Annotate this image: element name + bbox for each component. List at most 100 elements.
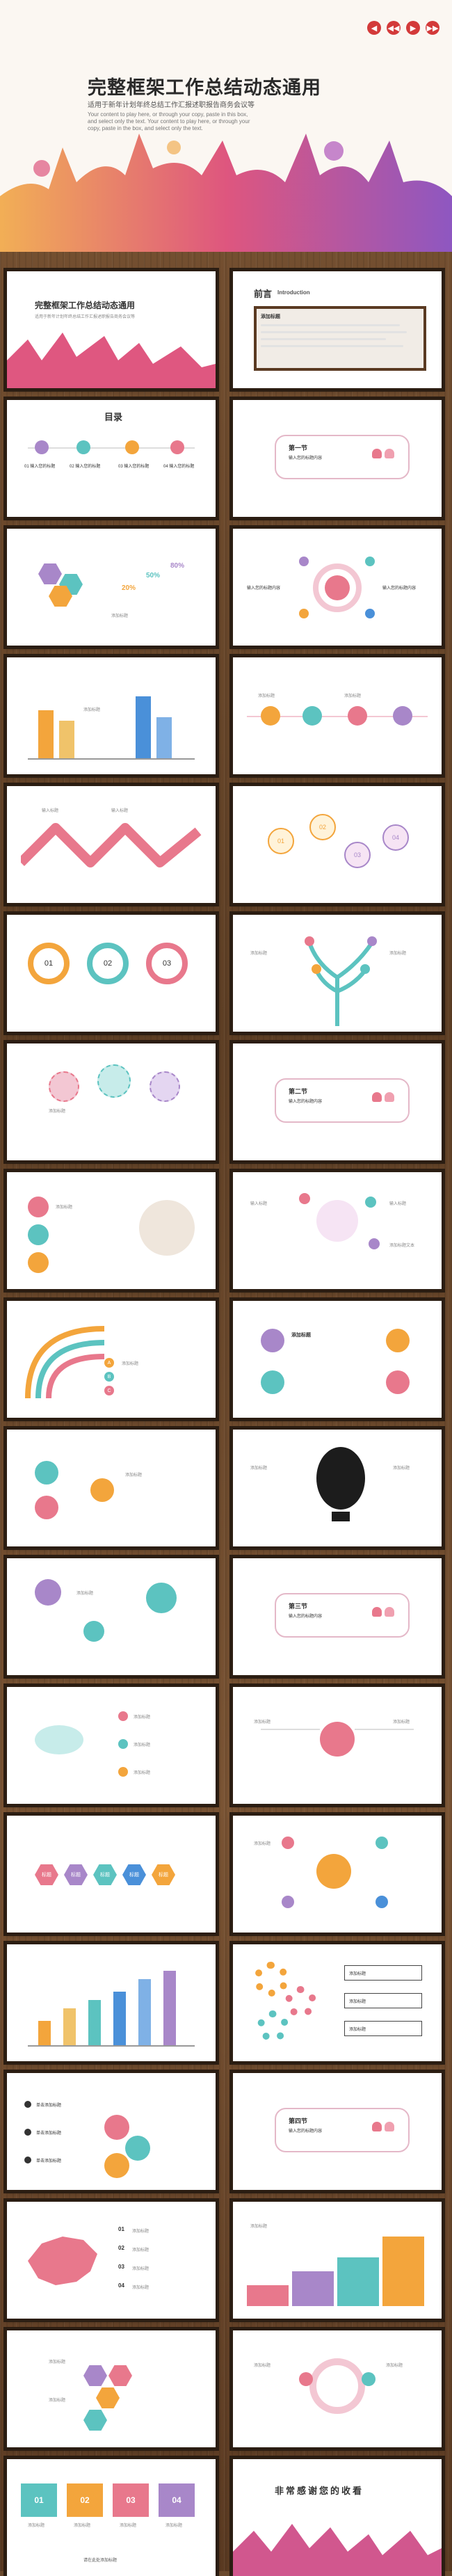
- section-pill: [275, 435, 410, 479]
- bulb-base: [332, 1512, 350, 1521]
- node: [118, 1739, 128, 1749]
- text-line: [261, 338, 386, 340]
- rewind-icon[interactable]: ◀◀: [387, 21, 401, 35]
- label: 单击添加标题: [36, 2131, 62, 2136]
- label: 添加标题: [83, 708, 101, 712]
- slide-5[interactable]: 20% 50% 80% 添加标题: [7, 529, 216, 646]
- text-line: [261, 345, 403, 347]
- bar: [38, 2021, 51, 2046]
- label-box: 添加标题: [344, 1965, 422, 1981]
- slide-23[interactable]: 添加标题 添加标题 添加标题: [7, 1687, 216, 1804]
- toc-icon-3: [125, 440, 139, 454]
- slide-2-en: Introduction: [277, 289, 310, 296]
- slide-31[interactable]: 01 02 03 04 添加标题 添加标题 添加标题 添加标题: [7, 2202, 216, 2319]
- label: 添加标题: [250, 952, 268, 956]
- label: 添加标题: [76, 1592, 94, 1596]
- label: 添加标题: [120, 2524, 137, 2528]
- person-icon: [385, 1092, 394, 1102]
- label: 添加标题: [254, 1720, 271, 1725]
- timeline-node: [302, 706, 322, 726]
- prev-icon[interactable]: ◀: [367, 21, 381, 35]
- slide-11[interactable]: 01 02 03: [7, 915, 216, 1032]
- orbit-node: [299, 557, 309, 566]
- slide-6[interactable]: 输入您的标题内容 输入您的标题内容: [233, 529, 442, 646]
- bubble: [150, 1071, 180, 1102]
- slide-22[interactable]: 第三节 输入您的标题内容: [233, 1558, 442, 1675]
- slide-3[interactable]: 目录 01 输入您的标题 02 输入您的标题 03 输入您的标题 04 输入您的…: [7, 400, 216, 517]
- slide-26[interactable]: 添加标题: [233, 1816, 442, 1933]
- toc-item-4[interactable]: 04 输入您的标题: [163, 465, 195, 469]
- slide-17[interactable]: A B C 添加标题: [7, 1301, 216, 1418]
- cloud-icon: [35, 1725, 83, 1754]
- timeline-node: [261, 706, 280, 726]
- slide-7[interactable]: 添加标题: [7, 657, 216, 774]
- orbit-node: [365, 609, 375, 618]
- slide-30[interactable]: 第四节 输入您的标题内容: [233, 2073, 442, 2190]
- tree-icon: [305, 936, 377, 1026]
- slide-18[interactable]: 添加标题: [233, 1301, 442, 1418]
- bar: [38, 710, 54, 759]
- slide-32[interactable]: 添加标题: [233, 2202, 442, 2319]
- hub: [316, 1200, 358, 1242]
- toc-icon-2: [76, 440, 90, 454]
- label: 输入标题: [111, 809, 129, 813]
- slide-33[interactable]: 添加标题 添加标题: [7, 2330, 216, 2447]
- node: [261, 1370, 284, 1394]
- slide-25[interactable]: 标题 标题 标题 标题 标题: [7, 1816, 216, 1933]
- bar: [59, 721, 74, 759]
- slide-10[interactable]: 01 02 03 04: [233, 786, 442, 903]
- slide-8[interactable]: 添加标题 添加标题: [233, 657, 442, 774]
- slide-19[interactable]: 添加标题: [7, 1430, 216, 1546]
- text-line: [261, 324, 400, 326]
- numbered-node: 01: [268, 828, 294, 854]
- section-pill: [275, 1593, 410, 1638]
- node: [282, 1837, 294, 1849]
- slide-controls: ◀ ◀◀ ▶ ▶▶: [367, 21, 439, 35]
- slide-14[interactable]: 第二节 输入您的标题内容: [233, 1043, 442, 1160]
- slide-2-textbox: 添加标题: [254, 306, 426, 371]
- slide-35[interactable]: 01 02 03 04 添加标题 添加标题 添加标题 添加标题 请在此处添加标题: [7, 2459, 216, 2576]
- slide-1-splash: [7, 333, 216, 388]
- label: 添加标题: [134, 1771, 151, 1775]
- num-box: 03: [113, 2483, 149, 2517]
- hero-english-text: Your content to play here, or through yo…: [88, 111, 250, 131]
- slide-36-title: 非常感谢您的收看: [275, 2486, 364, 2496]
- slide-12[interactable]: 添加标题 添加标题: [233, 915, 442, 1032]
- slide-20[interactable]: 添加标题 添加标题: [233, 1430, 442, 1546]
- slide-16[interactable]: 输入标题 输入标题 添加标题文本: [233, 1172, 442, 1289]
- slide-24[interactable]: 添加标题 添加标题: [233, 1687, 442, 1804]
- node: [282, 1896, 294, 1908]
- percent-2: 50%: [146, 572, 161, 579]
- forward-icon[interactable]: ▶▶: [426, 21, 439, 35]
- slide-30-label: 第四节: [289, 2118, 308, 2125]
- toc-item-2[interactable]: 02 输入您的标题: [70, 465, 101, 469]
- node: [299, 2372, 313, 2386]
- step-chart: [247, 2237, 424, 2306]
- slide-36[interactable]: 非常感谢您的收看: [233, 2459, 442, 2576]
- label: 添加标题: [389, 952, 407, 956]
- slide-28[interactable]: 添加标题 添加标题 添加标题: [233, 1944, 442, 2061]
- person-icon: [385, 1607, 394, 1617]
- slide-21[interactable]: 添加标题: [7, 1558, 216, 1675]
- slide-27[interactable]: [7, 1944, 216, 2061]
- slide-14-title: 输入您的标题内容: [289, 1100, 323, 1104]
- toc-item-3[interactable]: 03 输入您的标题: [118, 465, 150, 469]
- toc-icon-4: [170, 440, 184, 454]
- label: 添加标题: [134, 1743, 151, 1747]
- play-icon[interactable]: ▶: [406, 21, 420, 35]
- slide-4[interactable]: 第一节 输入您的标题内容: [233, 400, 442, 517]
- hex-node: 标题: [152, 1864, 175, 1885]
- slide-15[interactable]: 添加标题: [7, 1172, 216, 1289]
- label: 添加标题: [250, 2225, 268, 2229]
- slide-13[interactable]: 添加标题: [7, 1043, 216, 1160]
- label: 添加标题: [56, 1206, 73, 1210]
- center-node: [325, 575, 350, 600]
- label: 添加标题: [166, 2524, 183, 2528]
- slide-34[interactable]: 添加标题 添加标题: [233, 2330, 442, 2447]
- node: [365, 1197, 376, 1208]
- slide-9[interactable]: 输入标题 输入标题: [7, 786, 216, 903]
- toc-item-1[interactable]: 01 输入您的标题: [24, 465, 56, 469]
- slide-29[interactable]: 单击添加标题 单击添加标题 单击添加标题: [7, 2073, 216, 2190]
- slide-2[interactable]: 前言 Introduction 添加标题: [233, 271, 442, 388]
- slide-1[interactable]: 完整框架工作总结动态通用 适用于新年计划年终总结工作汇报述职报告商务会议等: [7, 271, 216, 388]
